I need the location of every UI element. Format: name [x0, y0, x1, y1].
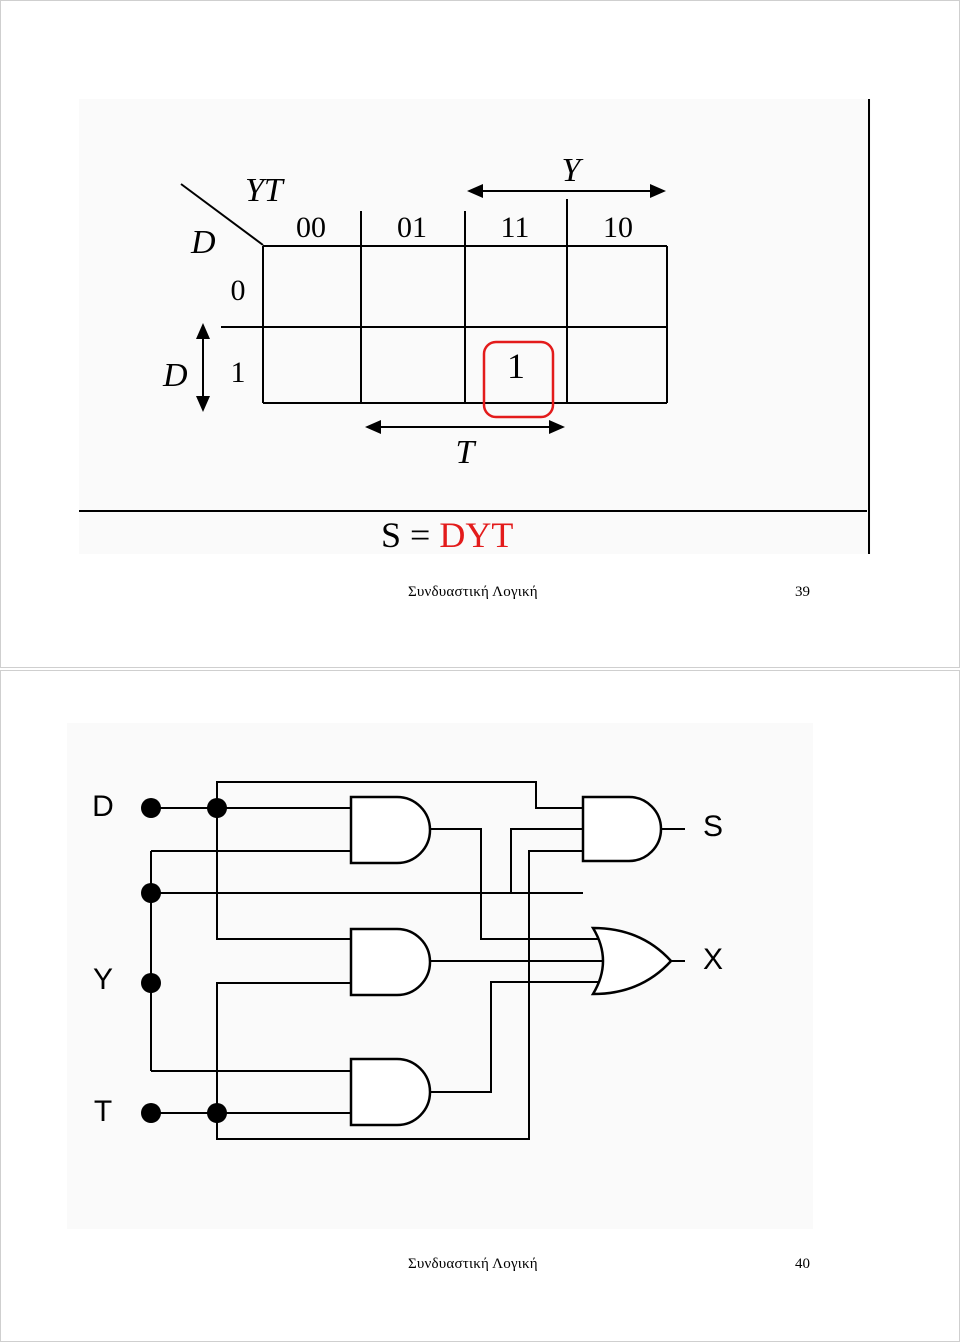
footer-title: Συνδυαστική Λογική [408, 584, 538, 600]
logic-circuit-figure: D Y T S X [67, 723, 813, 1229]
page-number: 39 [795, 584, 810, 600]
footer-title: Συνδυαστική Λογική [408, 1256, 538, 1272]
junction-dots [141, 798, 227, 1123]
d-range-arrow [196, 323, 210, 412]
and-gate-s [581, 795, 663, 863]
and-gate-1 [349, 795, 432, 865]
output-label-s: S [703, 810, 723, 843]
kmap-col-header-11: 11 [501, 211, 530, 244]
kmap-col-header-10: 10 [603, 211, 633, 244]
kmap-row-variable: D [190, 224, 216, 261]
junction-dot [207, 1103, 227, 1123]
equation-rhs: DYT [439, 515, 513, 555]
and-gates [349, 795, 663, 1127]
kmap-row-header-0: 0 [231, 274, 246, 307]
kmap-col-header-01: 01 [397, 211, 427, 244]
slide-39: D YT 00 01 11 10 0 1 1 Y [0, 0, 960, 668]
and-gate-2 [349, 927, 432, 997]
input-label-t: T [94, 1095, 112, 1128]
input-label-d: D [92, 790, 114, 823]
slide-40: D Y T S X [0, 670, 960, 1342]
equation: S = DYT [381, 515, 513, 555]
junction-dot [141, 883, 161, 903]
input-terminal-y [141, 973, 161, 993]
and-gate-3 [349, 1057, 432, 1127]
circuit-wires [150, 781, 685, 1140]
input-terminal-d [141, 798, 161, 818]
kmap-row-header-1: 1 [231, 356, 246, 389]
figure-background [67, 723, 813, 1229]
kmap-col-header-00: 00 [296, 211, 326, 244]
kmap-cell-d1-yt11: 1 [507, 346, 525, 386]
junction-dot [207, 798, 227, 818]
d-range-label: D [162, 357, 188, 394]
kmap-grid [221, 199, 668, 404]
y-range-arrow [467, 184, 666, 198]
input-label-y: Y [93, 963, 113, 996]
input-terminal-t [141, 1103, 161, 1123]
or-gate-x [590, 926, 673, 996]
kmap-corner-diagonal [180, 183, 264, 246]
page-number: 40 [795, 1256, 810, 1272]
kmap-group-highlight [482, 340, 555, 419]
output-label-x: X [703, 943, 723, 976]
kmap-column-variable: YT [245, 172, 285, 209]
t-range-arrow [365, 420, 565, 434]
t-range-label: T [456, 434, 477, 471]
y-range-label: Y [562, 152, 584, 189]
equation-lhs: S = [381, 515, 439, 555]
karnaugh-map-figure: D YT 00 01 11 10 0 1 1 Y [79, 99, 871, 555]
